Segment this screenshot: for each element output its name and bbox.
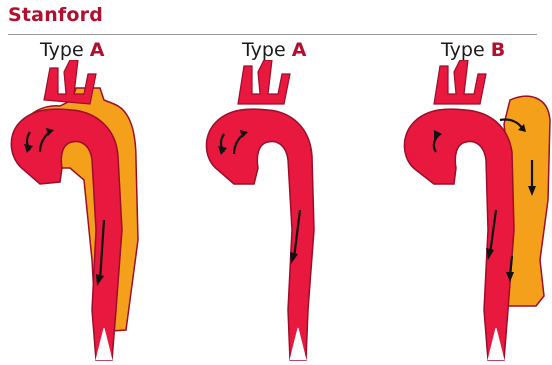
- panel-2-branch-vessels: [238, 60, 290, 104]
- panel-3-label: Type B: [441, 39, 505, 61]
- panel-3-branch-vessels: [434, 60, 486, 104]
- panel-1-type-word: Type: [40, 39, 84, 61]
- panel-3-type-word: Type: [441, 39, 485, 61]
- title-divider: [8, 34, 537, 35]
- panel-1-aorta-diagram: [0, 60, 184, 365]
- panel-2-type-letter: A: [292, 39, 307, 61]
- panel-3-type-letter: B: [491, 39, 505, 61]
- panel-1-type-letter: A: [90, 39, 105, 61]
- panel-2-type-word: Type: [242, 39, 286, 61]
- panel-1-branch-vessels: [44, 60, 96, 104]
- panel-3-aorta-diagram: [392, 60, 552, 365]
- diagram-title: Stanford: [8, 4, 103, 26]
- panel-2-aorta-diagram: [196, 60, 366, 365]
- panel-1-label: Type A: [40, 39, 104, 61]
- panel-3-true-lumen: [404, 109, 514, 360]
- panel-2-label: Type A: [242, 39, 306, 61]
